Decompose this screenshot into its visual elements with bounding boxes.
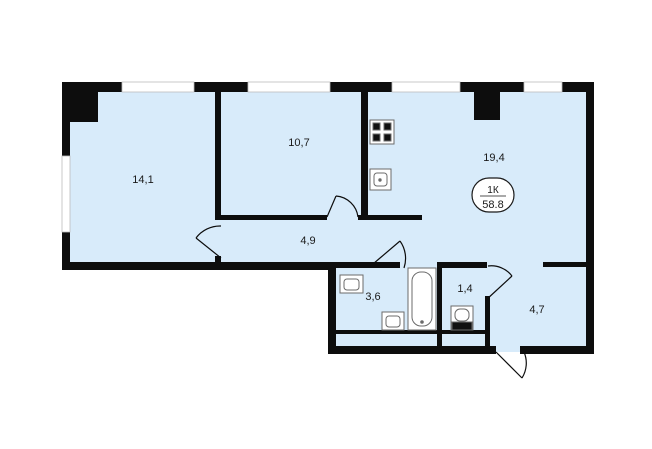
door-entrance [495, 351, 527, 379]
door-room2 [326, 195, 359, 218]
room-area-label: 1,4 [457, 283, 472, 295]
windows [61, 81, 563, 233]
washbasin-icon [339, 274, 364, 294]
room-area-label: 3,6 [365, 291, 380, 303]
toilet-icon [450, 305, 474, 331]
apartment-type: 1К [487, 185, 499, 196]
doors [195, 195, 527, 379]
room-area-label: 19,4 [483, 152, 504, 164]
room-area-label: 4,9 [300, 235, 315, 247]
room-area-label: 4,7 [529, 304, 544, 316]
apartment-badge: 1К 58.8 [471, 177, 515, 213]
stove-icon [369, 119, 395, 145]
door-room1 [195, 225, 222, 259]
room-area-label: 14,1 [132, 174, 153, 186]
door-bathroom [372, 240, 407, 269]
room-area-label: 10,7 [288, 137, 309, 149]
fixtures [339, 119, 474, 331]
bathtub-icon [407, 267, 437, 331]
door-toilet [485, 265, 513, 301]
kitchen-sink-icon [369, 168, 392, 191]
washbasin-lower-icon [381, 311, 405, 331]
apartment-total-area: 58.8 [482, 199, 503, 211]
